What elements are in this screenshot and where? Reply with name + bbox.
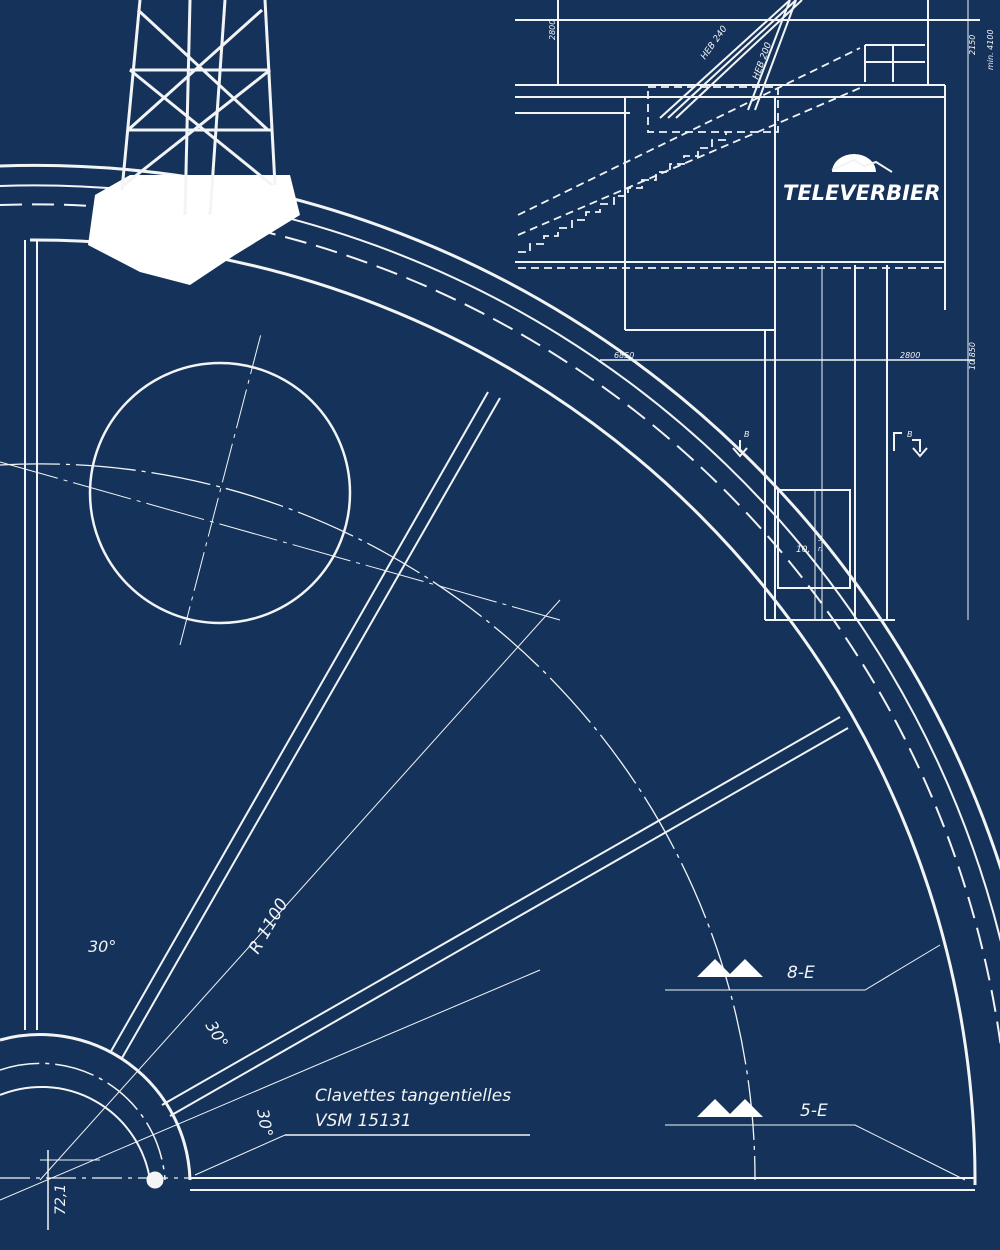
svg-text:72,1: 72,1 bbox=[53, 1184, 69, 1215]
svg-text:VSM 15131: VSM 15131 bbox=[315, 1111, 412, 1131]
pylon-tower bbox=[88, 0, 300, 285]
svg-text:2800: 2800 bbox=[900, 351, 920, 360]
svg-text:R 1100: R 1100 bbox=[245, 895, 293, 957]
svg-text:30°: 30° bbox=[202, 1018, 233, 1052]
svg-text:B: B bbox=[907, 430, 913, 439]
svg-text:2150: 2150 bbox=[968, 35, 977, 55]
svg-text:10 850: 10 850 bbox=[968, 342, 977, 370]
wheel-labels: R 1100 30° 30° 30° 72,1 Clavettes tangen… bbox=[53, 895, 828, 1215]
wheel-drawing bbox=[0, 163, 1000, 1230]
logo-mountain-icon bbox=[832, 154, 876, 172]
svg-text:6850: 6850 bbox=[614, 351, 634, 360]
svg-text:HEB 200: HEB 200 bbox=[751, 41, 774, 81]
svg-text:10,: 10, bbox=[796, 545, 810, 555]
svg-text:8-E: 8-E bbox=[787, 963, 815, 983]
finish-mark-icons bbox=[697, 959, 763, 1117]
finish-triangle-icon bbox=[697, 959, 763, 977]
svg-text:Clavettes tangentielles: Clavettes tangentielles bbox=[315, 1086, 511, 1106]
building-labels: HEB 240 HEB 200 2800 2150 min. 4100 6850… bbox=[548, 20, 995, 555]
svg-text:30°: 30° bbox=[253, 1107, 277, 1138]
svg-text:5-E: 5-E bbox=[800, 1101, 828, 1121]
svg-text:30°: 30° bbox=[88, 937, 116, 956]
svg-text:HEB 240: HEB 240 bbox=[699, 24, 730, 62]
svg-text:B: B bbox=[744, 430, 750, 439]
svg-text:r.: r. bbox=[818, 545, 822, 553]
svg-text:min. 4100: min. 4100 bbox=[986, 29, 995, 70]
svg-text:TELEVERBIER: TELEVERBIER bbox=[783, 181, 941, 205]
svg-text:2800: 2800 bbox=[548, 20, 557, 40]
building-section bbox=[515, 0, 980, 621]
televerbier-logo: TELEVERBIER bbox=[783, 154, 941, 205]
finish-triangle-icon bbox=[697, 1099, 763, 1117]
